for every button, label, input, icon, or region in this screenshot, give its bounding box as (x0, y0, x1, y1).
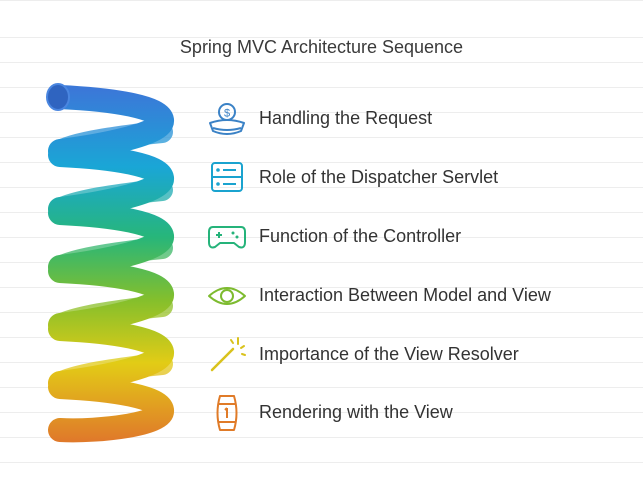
step-label: Importance of the View Resolver (259, 344, 519, 364)
step-label: Handling the Request (259, 108, 433, 128)
svg-text:$: $ (224, 108, 230, 120)
step-label: Function of the Controller (259, 226, 462, 246)
server-icon (211, 162, 243, 192)
gamepad-icon (208, 226, 246, 249)
step-label: Rendering with the View (259, 402, 453, 422)
money-hand-icon: $ (209, 103, 245, 135)
step-label: Role of the Dispatcher Servlet (259, 167, 499, 187)
magic-wand-icon (210, 337, 246, 372)
diagram-title: Spring MVC Architecture Sequence (179, 37, 464, 57)
step-handling-request: $ Handling the Request (205, 99, 625, 139)
step-label: Interaction Between Model and View (259, 285, 551, 305)
step-rendering-view: Rendering with the View (205, 393, 625, 433)
step-controller: Function of the Controller (205, 217, 625, 257)
barrel-icon (216, 395, 238, 431)
step-view-resolver: Importance of the View Resolver (205, 335, 625, 375)
step-dispatcher-servlet: Role of the Dispatcher Servlet (205, 158, 625, 198)
step-model-view: Interaction Between Model and View (205, 276, 625, 316)
eye-icon (208, 287, 246, 305)
